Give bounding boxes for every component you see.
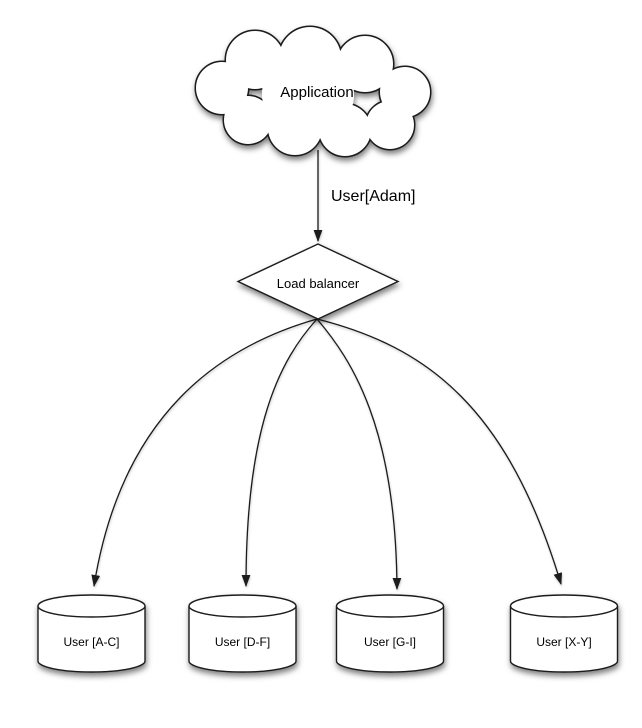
cylinder-top	[188, 594, 297, 618]
cylinder-body	[37, 606, 146, 673]
cloud-body	[196, 27, 430, 156]
shards-group	[37, 594, 619, 673]
edge-balancer-to-shard-a-c	[91, 318, 318, 587]
edge-balancer-to-shard-x-y	[316, 318, 563, 585]
db-cylinder-d-f	[188, 594, 297, 673]
cloud-fill	[262, 48, 354, 140]
shard-g-i-label: User [G-I]	[364, 635, 416, 649]
edge-balancer-to-shard-g-i	[316, 318, 402, 590]
edge-balancer-to-shard-d-f	[241, 318, 318, 587]
db-cylinder-a-c	[37, 594, 146, 673]
edge-label-user-adam: User[Adam]	[331, 188, 415, 205]
db-cylinder-x-y	[509, 594, 619, 673]
cylinder-body	[509, 606, 619, 673]
shard-a-c-label: User [A-C]	[63, 635, 119, 649]
cylinder-top	[335, 594, 445, 618]
cloud-fill	[366, 101, 414, 149]
shard-d-f-label: User [D-F]	[215, 635, 270, 649]
db-cylinder-g-i	[335, 594, 445, 673]
shard-x-y-label: User [X-Y]	[536, 635, 591, 649]
cloud-fill	[224, 96, 272, 144]
application-label: Application	[280, 84, 353, 101]
cylinder-top	[509, 594, 619, 618]
load-balancer-label: Load balancer	[277, 276, 360, 291]
load-balancer-node	[236, 243, 400, 320]
cylinder-body	[188, 606, 297, 673]
cylinder-top	[37, 594, 146, 618]
application-cloud-node	[194, 25, 432, 158]
cylinder-body	[335, 606, 445, 673]
load-balancer-diamond	[236, 243, 400, 320]
edges-group	[91, 150, 563, 590]
